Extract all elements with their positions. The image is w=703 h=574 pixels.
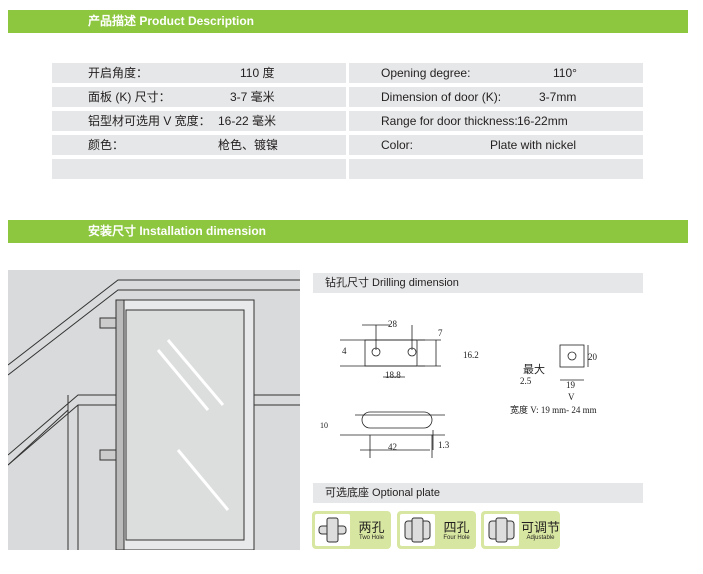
four-hole-plate-icon <box>400 514 435 546</box>
spec-value: 110 度 <box>240 66 275 80</box>
spec-label: Opening degree: <box>381 66 471 80</box>
spec-label: Dimension of door (K): <box>381 90 502 104</box>
optional-plate-header: 可选底座 Optional plate <box>313 483 643 503</box>
svg-text:1.3: 1.3 <box>438 440 450 450</box>
spec-row: 颜色： 枪色、镀镍 <box>52 135 346 155</box>
spec-label: 开启角度： <box>88 66 149 80</box>
svg-text:16.2: 16.2 <box>463 350 479 360</box>
installation-illustration <box>8 270 300 550</box>
svg-text:28: 28 <box>388 319 398 329</box>
spec-value: 3-7mm <box>539 90 577 104</box>
svg-text:18.8: 18.8 <box>385 370 401 380</box>
drilling-dimension-header: 钻孔尺寸 Drilling dimension <box>313 273 643 293</box>
plate-sublabel: Four Hole <box>443 535 470 541</box>
adjustable-plate-icon <box>484 514 519 546</box>
svg-text:最大: 最大 <box>523 362 545 376</box>
plate-label: 四孔 <box>443 520 470 535</box>
svg-text:10: 10 <box>320 421 328 430</box>
spec-value: 110° <box>553 66 577 80</box>
spec-row-empty <box>349 159 643 179</box>
spec-value: 3-7 毫米 <box>230 90 275 104</box>
svg-text:20: 20 <box>588 352 598 362</box>
plate-label: 两孔 <box>358 520 385 535</box>
spec-row: 面板 (K) 尺寸： 3-7 毫米 <box>52 87 346 107</box>
svg-text:19: 19 <box>566 380 576 390</box>
spec-row-empty <box>52 159 346 179</box>
section-header-product-description: 产品描述 Product Description <box>8 10 688 33</box>
spec-label: 面板 (K) 尺寸： <box>88 90 171 104</box>
svg-text:4: 4 <box>342 346 347 356</box>
spec-value: 枪色、镀镍 <box>218 138 279 152</box>
svg-text:7: 7 <box>438 328 443 338</box>
svg-text:宽度 V: 19 mm- 24 mm: 宽度 V: 19 mm- 24 mm <box>510 404 597 415</box>
spec-row: Dimension of door (K): 3-7mm <box>349 87 643 107</box>
section-header-installation: 安装尺寸 Installation dimension <box>8 220 688 243</box>
spec-label: 颜色： <box>88 138 125 152</box>
spec-row: Opening degree: 110° <box>349 63 643 83</box>
spec-label: Range for door thickness: <box>381 114 518 128</box>
spec-value: 16-22 毫米 <box>218 114 277 128</box>
plate-label: 可调节 <box>521 520 561 535</box>
svg-text:V: V <box>568 392 575 402</box>
spec-label: Color: <box>381 138 414 152</box>
spec-label: 铝型材可选用 V 宽度： <box>88 114 211 128</box>
two-hole-plate-icon <box>315 514 350 546</box>
plate-sublabel: Two Hole <box>358 535 384 541</box>
spec-value: 16-22mm <box>517 114 568 128</box>
svg-text:42: 42 <box>388 442 397 452</box>
plate-sublabel: Adjustable <box>526 535 555 541</box>
spec-row: Color: Plate with nickel <box>349 135 643 155</box>
drilling-diagram: 28 7 4 16.2 18.8 10 42 1.3 最大 2.5 20 19 … <box>320 300 640 460</box>
svg-text:2.5: 2.5 <box>520 376 532 386</box>
spec-value: Plate with nickel <box>490 138 577 152</box>
spec-row: 铝型材可选用 V 宽度： 16-22 毫米 <box>52 111 346 131</box>
spec-row: 开启角度： 110 度 <box>52 63 346 83</box>
spec-row: Range for door thickness:16-22mm <box>349 111 643 131</box>
